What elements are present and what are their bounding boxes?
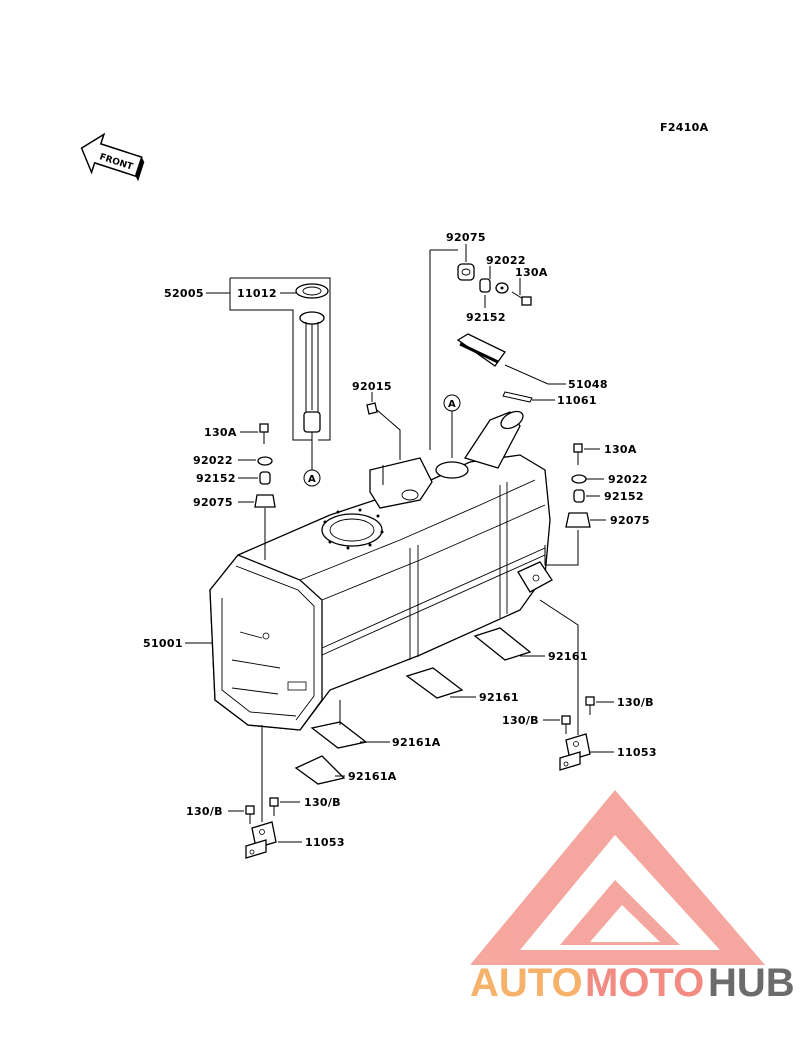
- label-92161-right: 92161: [548, 650, 588, 663]
- callout-letter-lower: A: [308, 474, 316, 485]
- label-130B-left-2: 130/B: [304, 796, 341, 809]
- part-92075-right-grommet: [565, 512, 591, 528]
- part-92152-right-collar: [573, 489, 585, 503]
- part-11012-gasket: [295, 283, 329, 299]
- part-130B-left-bolts: [245, 797, 279, 824]
- label-130B-right-1: 130/B: [617, 696, 654, 709]
- callout-a-lower: A: [303, 432, 321, 487]
- part-labels: 52005 11012 92075 92022 130A 92152 92015…: [143, 231, 657, 849]
- label-11053-left: 11053: [305, 836, 345, 849]
- watermark-text: AUTO MOTO HUB: [470, 961, 795, 1005]
- part-92161-pad-right: [473, 627, 532, 661]
- part-130A-top-bolt: [511, 291, 532, 306]
- part-92015-clip: [366, 402, 378, 415]
- figure-code: F2410A: [660, 121, 709, 134]
- part-92152-left-collar: [259, 471, 271, 485]
- label-92152-top: 92152: [466, 311, 506, 324]
- fuel-tank-51001: [209, 410, 553, 731]
- label-92152-left: 92152: [196, 472, 236, 485]
- label-92161-middle: 92161: [479, 691, 519, 704]
- part-130B-right-bolts: [561, 696, 595, 734]
- label-130A-left: 130A: [204, 426, 237, 439]
- callout-a-upper: A: [443, 394, 461, 458]
- label-130A-top: 130A: [515, 266, 548, 279]
- label-92075-left: 92075: [193, 496, 233, 509]
- label-92022-top: 92022: [486, 254, 526, 267]
- label-92152-right: 92152: [604, 490, 644, 503]
- part-92022-right-washer: [571, 474, 587, 484]
- front-arrow-icon: FRONT: [80, 132, 145, 182]
- callout-letter-upper: A: [448, 399, 456, 410]
- part-92152-top-collar: [479, 278, 491, 293]
- part-92075-top-grommet: [457, 263, 475, 281]
- part-92161A-pad-b: [294, 755, 346, 785]
- part-92022-left-washer: [257, 456, 273, 466]
- label-92075-top: 92075: [446, 231, 486, 244]
- part-92075-left-grommet: [254, 494, 276, 508]
- part-11061-gasket: [502, 391, 533, 403]
- label-130B-left-1: 130/B: [186, 805, 223, 818]
- part-52005-fuel-pump: [299, 311, 325, 433]
- label-52005: 52005: [164, 287, 204, 300]
- label-130A-right: 130A: [604, 443, 637, 456]
- label-130B-right-2: 130/B: [502, 714, 539, 727]
- leader-lines: [185, 244, 614, 843]
- part-130A-left-bolt: [259, 423, 269, 444]
- watermark-auto: AUTO: [470, 961, 583, 1005]
- watermark-logo: [470, 790, 765, 965]
- label-92161A-b: 92161A: [348, 770, 397, 783]
- label-11061: 11061: [557, 394, 597, 407]
- label-92022-left: 92022: [193, 454, 233, 467]
- label-11053-right: 11053: [617, 746, 657, 759]
- part-11053-bracket-right: [559, 733, 591, 771]
- label-51048: 51048: [568, 378, 608, 391]
- watermark-hub: HUB: [708, 961, 795, 1005]
- label-92075-right: 92075: [610, 514, 650, 527]
- label-92161A-a: 92161A: [392, 736, 441, 749]
- label-11012: 11012: [237, 287, 277, 300]
- part-51048-pad: [456, 333, 549, 385]
- watermark-moto: MOTO: [585, 961, 704, 1005]
- part-92161A-pad-a: [310, 721, 368, 749]
- label-51001: 51001: [143, 637, 183, 650]
- part-11053-bracket-left: [245, 821, 277, 859]
- part-92022-top-washer: [495, 282, 509, 294]
- part-130A-right-bolt: [573, 443, 583, 465]
- part-92161-pad-middle: [405, 667, 464, 699]
- label-92022-right: 92022: [608, 473, 648, 486]
- label-92015: 92015: [352, 380, 392, 393]
